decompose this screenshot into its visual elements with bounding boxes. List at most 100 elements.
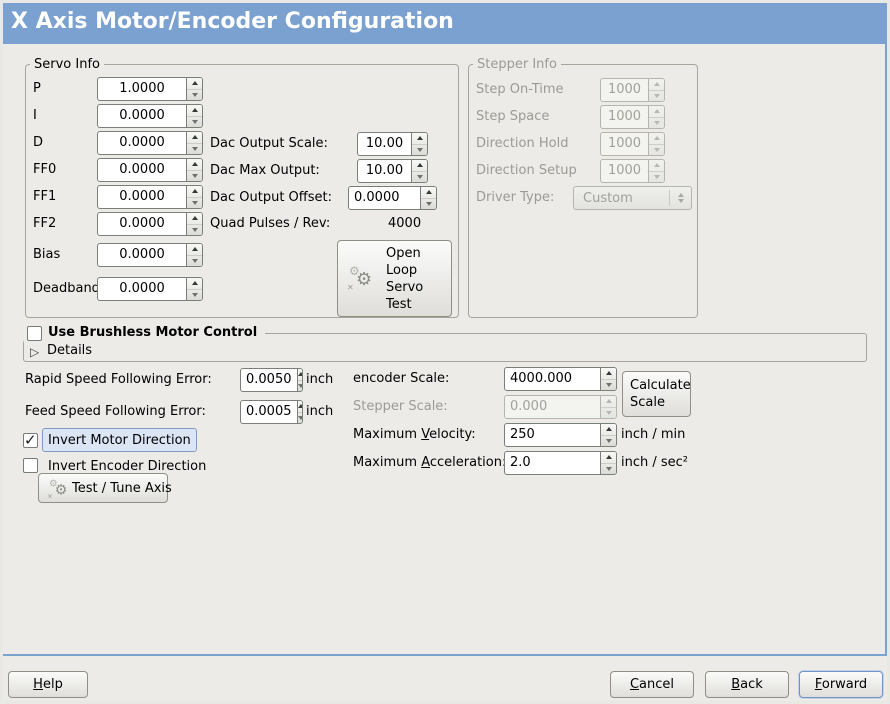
dac-max-output-value[interactable]: 10.00 [365, 163, 404, 178]
encoder-scale-spinbox[interactable]: 4000.000 [504, 367, 617, 391]
d-spinbox[interactable]: 0.0000 [97, 131, 203, 155]
encoder-scale-value[interactable]: 4000.000 [510, 371, 573, 386]
max-acceleration-spinbox[interactable]: 2.0 [504, 451, 617, 475]
spin-down-icon[interactable] [187, 90, 202, 101]
deadband-spinbox[interactable]: 0.0000 [97, 277, 203, 301]
use-brushless-checkbox[interactable] [27, 326, 42, 341]
spin-down-icon[interactable] [187, 117, 202, 128]
spin-down-icon[interactable] [298, 381, 303, 392]
use-brushless-label[interactable]: Use Brushless Motor Control [46, 325, 266, 341]
cancel-button-label: Cancel [629, 677, 675, 692]
i-spinbox-value[interactable]: 0.0000 [119, 108, 165, 123]
p-spinbox[interactable]: 1.0000 [97, 77, 203, 101]
back-button[interactable]: Back [705, 671, 789, 698]
dac-output-scale-spinbox[interactable]: 10.00 [357, 132, 428, 156]
dac-max-output-spinbox[interactable]: 10.00 [357, 159, 428, 183]
content-area-border [3, 44, 887, 656]
spin-down-icon[interactable] [187, 171, 202, 182]
spin-down-icon[interactable] [187, 256, 202, 267]
spin-up-icon[interactable] [187, 105, 202, 117]
cancel-button[interactable]: Cancel [610, 671, 694, 698]
spin-down-icon[interactable] [601, 380, 616, 391]
spin-down-icon[interactable] [187, 290, 202, 301]
spin-down-icon[interactable] [187, 198, 202, 209]
spin-down-icon [649, 145, 664, 156]
spin-buttons [186, 186, 202, 208]
invert-motor-label[interactable]: Invert Motor Direction [42, 428, 197, 452]
forward-button[interactable]: Forward [799, 671, 883, 698]
stepper-info-frame [468, 64, 698, 318]
dac-output-offset-spinbox[interactable]: 0.0000 [348, 186, 437, 210]
max-acceleration-unit: inch / sec² [621, 455, 689, 470]
spin-buttons [648, 106, 664, 128]
brushless-frame [23, 333, 867, 362]
ff1-spinbox[interactable]: 0.0000 [97, 185, 203, 209]
i-spinbox[interactable]: 0.0000 [97, 104, 203, 128]
spin-buttons [186, 78, 202, 100]
spin-up-icon[interactable] [601, 424, 616, 436]
invert-motor-checkbox[interactable] [23, 431, 38, 449]
spin-buttons [648, 79, 664, 101]
spin-down-icon[interactable] [601, 436, 616, 447]
test-tune-axis-button[interactable]: Test / Tune Axis [38, 473, 172, 503]
ff0-spinbox-value[interactable]: 0.0000 [119, 162, 165, 177]
spin-up-icon[interactable] [187, 244, 202, 256]
details-expander-label[interactable]: Details [47, 343, 93, 358]
spin-down-icon[interactable] [187, 225, 202, 236]
dac-output-offset-value[interactable]: 0.0000 [354, 190, 400, 205]
dac-output-scale-value[interactable]: 10.00 [365, 136, 404, 151]
ff1-spinbox-value[interactable]: 0.0000 [119, 189, 165, 204]
ff0-spinbox[interactable]: 0.0000 [97, 158, 203, 182]
spin-down-icon[interactable] [187, 144, 202, 155]
spin-down-icon[interactable] [298, 413, 303, 424]
encoder-scale-label: encoder Scale: [353, 371, 450, 386]
ff2-spinbox-value[interactable]: 0.0000 [119, 216, 165, 231]
feed-following-error-spinbox[interactable]: 0.0005 [240, 400, 303, 424]
rapid-following-error-value[interactable]: 0.0050 [246, 372, 292, 387]
invert-encoder-checkbox[interactable] [23, 458, 38, 473]
spin-up-icon[interactable] [187, 213, 202, 225]
spin-up-icon[interactable] [187, 186, 202, 198]
d-spinbox-value[interactable]: 0.0000 [119, 135, 165, 150]
spin-up-icon[interactable] [187, 159, 202, 171]
details-expander-icon[interactable] [30, 346, 39, 358]
spin-up-icon[interactable] [187, 278, 202, 290]
spin-up-icon[interactable] [187, 132, 202, 144]
stepper-scale-label: Stepper Scale: [353, 399, 448, 414]
feed-following-error-label: Feed Speed Following Error: [25, 404, 206, 419]
spin-up-icon[interactable] [297, 369, 302, 381]
feed-following-error-value[interactable]: 0.0005 [246, 404, 292, 419]
spin-up-icon[interactable] [601, 452, 616, 464]
stepper-info-frame-title: Stepper Info [473, 57, 561, 72]
p-spinbox-value[interactable]: 1.0000 [119, 81, 165, 96]
spin-down-icon[interactable] [421, 199, 436, 210]
bias-spinbox-value[interactable]: 0.0000 [119, 247, 165, 262]
open-loop-servo-test-button[interactable]: Open Loop Servo Test [337, 240, 452, 317]
spin-down-icon[interactable] [412, 172, 427, 183]
spin-up-icon[interactable] [297, 401, 302, 413]
ff2-spinbox[interactable]: 0.0000 [97, 212, 203, 236]
max-velocity-value[interactable]: 250 [510, 427, 535, 442]
max-velocity-spinbox[interactable]: 250 [504, 423, 617, 447]
spin-up-icon[interactable] [187, 78, 202, 90]
combo-divider [669, 190, 670, 206]
max-velocity-label: Maximum Velocity: [353, 427, 476, 442]
spin-up-icon[interactable] [412, 133, 427, 145]
step-space-spinbox: 1000 [600, 105, 665, 129]
max-acceleration-value[interactable]: 2.0 [510, 455, 531, 470]
calculate-scale-button[interactable]: Calculate Scale [622, 371, 691, 417]
direction-setup-label: Direction Setup [476, 163, 577, 178]
step-space-label: Step Space [476, 109, 550, 124]
rapid-following-error-spinbox[interactable]: 0.0050 [240, 368, 303, 392]
spin-down-icon[interactable] [412, 145, 427, 156]
spin-up-icon [649, 160, 664, 172]
deadband-spinbox-value[interactable]: 0.0000 [119, 281, 165, 296]
spin-down-icon[interactable] [601, 464, 616, 475]
invert-encoder-label[interactable]: Invert Encoder Direction [48, 459, 207, 474]
bias-spinbox[interactable]: 0.0000 [97, 243, 203, 267]
spin-up-icon[interactable] [601, 368, 616, 380]
spin-up-icon[interactable] [421, 187, 436, 199]
spin-up-icon[interactable] [412, 160, 427, 172]
help-button[interactable]: Help [8, 671, 88, 698]
